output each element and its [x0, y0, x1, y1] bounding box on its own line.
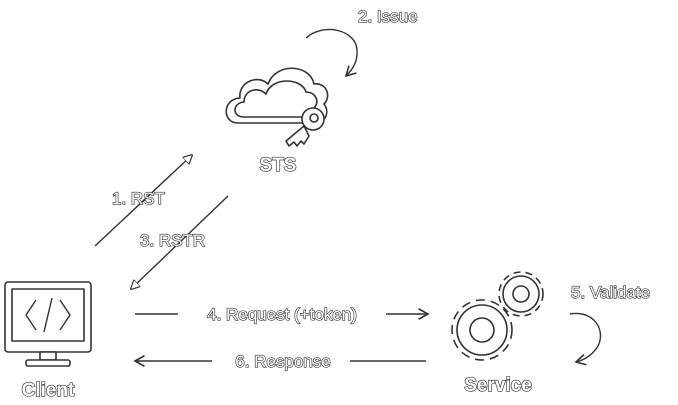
small-gear-icon — [498, 271, 544, 317]
monitor-code-icon — [4, 281, 92, 367]
rstr-label: 3. RSTR — [140, 231, 205, 250]
gears-icon — [451, 271, 544, 361]
service-label: Service — [464, 375, 532, 396]
edge-rstr: 3. RSTR — [131, 195, 229, 289]
rstr-arrow — [131, 195, 229, 289]
edge-validate: 5. Validate — [569, 282, 651, 366]
validate-arrow — [569, 312, 602, 366]
client-label: Client — [22, 380, 75, 401]
edge-issue: 2. Issue — [305, 6, 418, 78]
response-label: 6. Response — [235, 352, 330, 371]
service-node: Service — [451, 271, 544, 397]
client-node: Client — [4, 281, 92, 402]
issue-arrow — [305, 28, 358, 78]
edge-request: 4. Request (+token) — [135, 304, 430, 325]
request-label: 4. Request (+token) — [207, 305, 357, 324]
cloud-key-icon — [225, 67, 329, 147]
rst-label: 1. RST — [112, 189, 165, 208]
sts-label: STS — [260, 155, 297, 176]
large-gear-icon — [451, 299, 513, 361]
edge-response: 6. Response — [133, 351, 426, 372]
issue-label: 2. Issue — [358, 7, 418, 26]
validate-label: 5. Validate — [571, 283, 650, 302]
rst-arrow — [94, 155, 192, 247]
sts-node: STS — [225, 67, 329, 177]
edge-rst: 1. RST — [94, 155, 192, 247]
